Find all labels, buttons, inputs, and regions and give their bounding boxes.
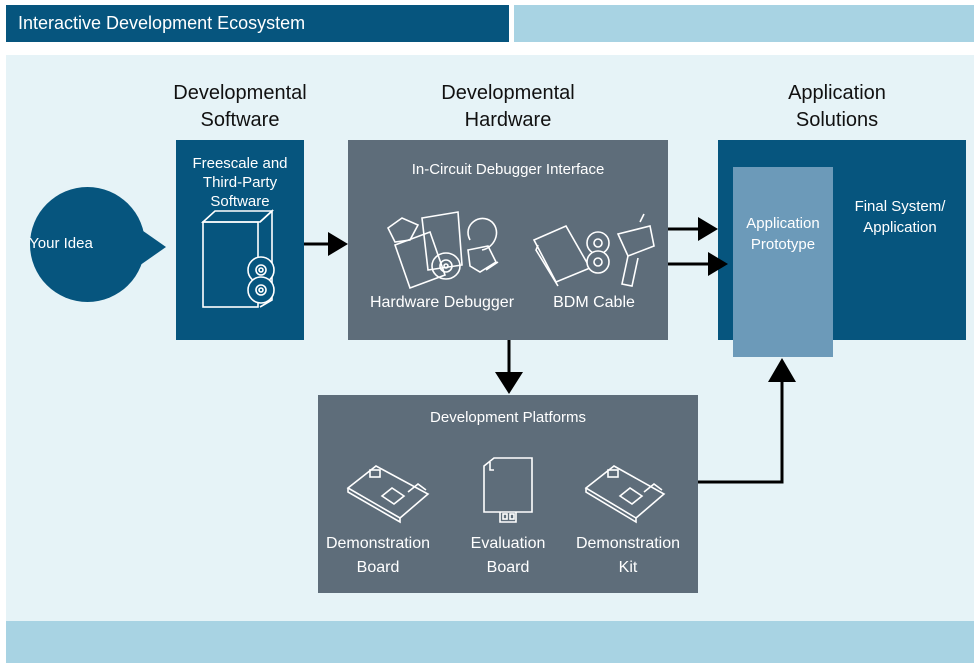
- bdm-cable-label: BDM Cable: [553, 294, 635, 311]
- platforms-title: Development Platforms: [430, 409, 586, 426]
- title-bar-extension: [514, 5, 974, 42]
- platform-item-line2: Kit: [618, 559, 638, 576]
- application-prototype-box: [733, 167, 833, 357]
- software-box-line2: Third-Party: [202, 174, 278, 191]
- application-prototype-text: Application Prototype: [733, 213, 833, 255]
- hardware-box-title: In-Circuit Debugger Interface: [411, 161, 605, 178]
- hardware-to-platforms-arrow: [495, 340, 523, 394]
- final-system-line1: Final System/: [854, 198, 946, 215]
- solutions-heading-line1: Application: [788, 82, 886, 104]
- footer-band: [6, 621, 974, 663]
- platform-item-line2: Board: [356, 559, 400, 576]
- solutions-column-heading: Application Solutions: [737, 80, 937, 134]
- final-system-line2: Application: [863, 219, 937, 236]
- software-box-line1: Freescale and: [192, 155, 288, 172]
- prototype-line1: Application: [746, 215, 820, 232]
- prototype-line2: Prototype: [750, 236, 816, 253]
- hardware-debugger-label: Hardware Debugger: [369, 294, 515, 311]
- hardware-to-solutions-arrow-lower: [668, 252, 728, 276]
- final-system-text: Final System/ Application: [834, 196, 966, 238]
- software-to-hardware-arrow: [304, 232, 348, 256]
- platform-item-demo-kit: Demonstration Kit: [563, 532, 693, 580]
- your-idea-label: Your Idea: [29, 235, 93, 252]
- software-heading-line2: Software: [200, 109, 280, 131]
- platform-item-line1: Demonstration: [575, 535, 681, 552]
- idea-arrow: [108, 226, 166, 268]
- demonstration-kit-icon: [584, 465, 666, 524]
- solutions-heading-line2: Solutions: [795, 109, 879, 131]
- software-column-heading: Developmental Software: [140, 80, 340, 134]
- hardware-column-heading: Developmental Hardware: [408, 80, 608, 134]
- software-box-line3: Software: [210, 193, 270, 210]
- platform-item-line1: Demonstration: [325, 535, 431, 552]
- hardware-box: [348, 140, 668, 340]
- evaluation-board-icon: [483, 457, 533, 523]
- bdm-cable-icon: [532, 213, 655, 287]
- software-box-text: Freescale and Third-Party Software: [176, 154, 304, 211]
- hardware-to-solutions-arrow-upper: [668, 217, 718, 241]
- page-title: Interactive Development Ecosystem: [6, 5, 509, 42]
- development-platforms-box: [318, 395, 698, 593]
- hardware-debugger-icon: [386, 211, 499, 290]
- software-package-icon: [200, 209, 275, 308]
- platform-item-line1: Evaluation: [470, 535, 546, 552]
- platform-item-eval-board: Evaluation Board: [458, 532, 558, 580]
- platforms-to-prototype-arrow: [698, 358, 796, 484]
- demonstration-board-icon: [346, 465, 430, 524]
- software-heading-line1: Developmental: [173, 82, 307, 104]
- platform-item-line2: Board: [486, 559, 530, 576]
- hardware-heading-line2: Hardware: [464, 109, 552, 131]
- hardware-heading-line1: Developmental: [441, 82, 575, 104]
- platform-item-demo-board: Demonstration Board: [318, 532, 438, 580]
